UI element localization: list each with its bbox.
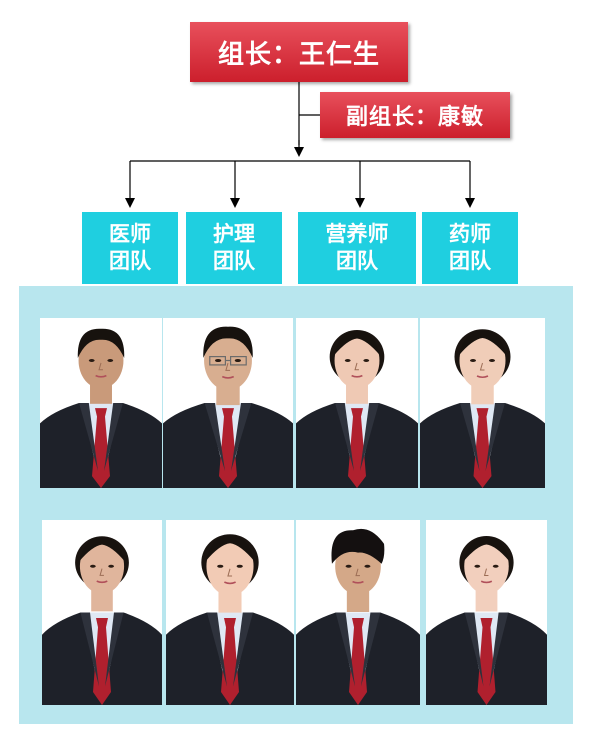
portrait-woman-4 [166,520,294,705]
portrait-woman-3 [42,520,162,705]
team-label-line2: 团队 [213,249,255,273]
team-label-line1: 医师 [109,222,151,246]
team-label-line1: 护理 [213,222,255,246]
portrait-man-3 [296,520,420,705]
team-doctor-box: 医师 团队 [82,212,178,284]
portrait-man-2 [163,318,293,488]
team-label-line2: 团队 [449,249,491,273]
portrait-man-1 [40,318,162,488]
portrait-woman-1 [296,318,418,488]
team-pharmacist-box: 药师 团队 [422,212,518,284]
team-nurse-box: 护理 团队 [186,212,282,284]
portrait-woman-5 [426,520,547,705]
leader-box: 组长：王仁生 [190,22,408,82]
team-label-line1: 药师 [449,222,491,246]
team-dietitian-box: 营养师 团队 [298,212,416,284]
portrait-woman-2 [420,318,545,488]
team-label-line1: 营养师 [325,222,389,246]
team-label-line2: 团队 [336,249,378,273]
deputy-leader-box: 副组长：康敏 [320,92,510,138]
team-label-line2: 团队 [109,249,151,273]
